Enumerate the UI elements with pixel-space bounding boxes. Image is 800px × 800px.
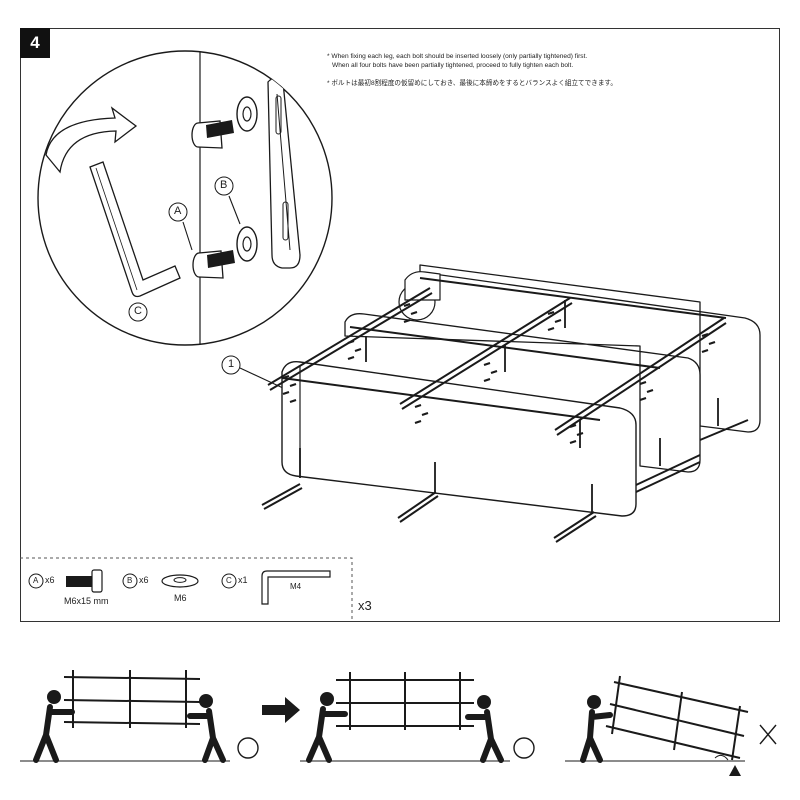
ok-circle-icon	[237, 737, 259, 759]
part-a-count: x6	[45, 575, 55, 585]
part-c-count: x1	[238, 575, 248, 585]
note-jp-line1: * ボルトは最初8割程度の仮留めにしておき、最後に本締めをするとバランスよく組立…	[327, 80, 617, 87]
parts-list-area	[20, 557, 353, 622]
washer-icon	[161, 574, 199, 588]
panel-middle	[344, 313, 701, 473]
hex-key-small-icon	[261, 570, 331, 605]
note-japanese: * ボルトは最初8割程度の仮留めにしておき、最後に本締めをするとバランスよく組立…	[327, 79, 617, 88]
bolt-icon	[66, 569, 103, 593]
bottom-rails	[261, 419, 749, 543]
part-b-spec: M6	[174, 593, 187, 603]
ok-circle-icon	[513, 737, 535, 759]
part-b-count: x6	[139, 575, 149, 585]
hex-key-icon	[89, 161, 181, 298]
bolt-lower	[192, 226, 258, 279]
arrow-right-icon	[262, 697, 300, 723]
callout-c	[128, 302, 148, 322]
carry-scene-1	[20, 670, 259, 763]
person-icon	[587, 695, 601, 709]
person-icon	[477, 695, 491, 709]
panel-back	[419, 264, 761, 433]
bolt-upper	[191, 96, 258, 149]
part-c-circle	[221, 573, 237, 589]
callout-part-1	[221, 355, 241, 375]
callout-part-1-label: 1	[228, 358, 235, 370]
part-a-spec: M6x15 mm	[64, 596, 109, 606]
callout-a	[168, 202, 188, 222]
caution-strip	[20, 670, 777, 776]
rotate-arrow-icon	[45, 106, 138, 174]
frame-assembly	[261, 264, 761, 543]
wrong-x-icon	[759, 724, 777, 745]
instruction-frame	[20, 28, 780, 622]
callout-c-label: C	[134, 305, 142, 317]
callout-b	[214, 176, 234, 196]
note-en-line2: When all four bolts have been partially …	[332, 62, 574, 69]
leader-line-a	[182, 221, 193, 251]
step-number: 4	[30, 33, 40, 52]
part-c-spec: M4	[290, 582, 302, 591]
callout-b-label: B	[220, 179, 228, 191]
warning-triangle-icon	[729, 765, 741, 776]
person-icon	[320, 692, 334, 706]
tilt-scene-warning	[565, 675, 777, 776]
part-a-letter: A	[33, 576, 39, 585]
note-en-line1: * When fixing each leg, each bolt should…	[327, 53, 588, 60]
callout-a-label: A	[174, 205, 182, 217]
carry-scene-2	[300, 672, 535, 763]
part-c-letter: C	[226, 576, 232, 585]
note-english: * When fixing each leg, each bolt should…	[327, 52, 587, 70]
bolt-markers	[282, 302, 716, 445]
step-number-badge: 4	[20, 28, 50, 58]
part-b-circle	[122, 573, 138, 589]
part-a-circle	[28, 573, 44, 589]
leader-line-b	[228, 195, 241, 225]
panel-front	[281, 361, 637, 517]
person-icon	[47, 690, 61, 704]
detail-magnifier	[37, 50, 333, 346]
part-b-letter: B	[127, 576, 133, 585]
person-icon	[199, 694, 213, 708]
set-count: x3	[358, 598, 372, 613]
